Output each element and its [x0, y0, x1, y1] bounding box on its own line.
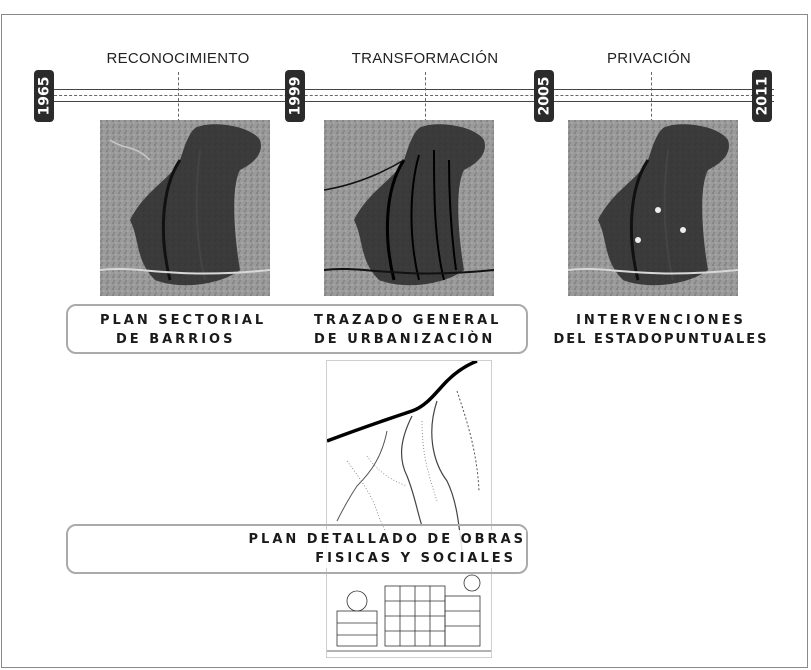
caption-intervenciones-line1: INTERVENCIONES	[576, 313, 746, 328]
caption-plan-detallado-line2: FISICAS Y SOCIALES	[315, 549, 516, 568]
caption-intervenciones-line2: DEL ESTADOPUNTUALES	[553, 332, 769, 347]
caption-bracket-row2	[66, 524, 528, 574]
caption-plan-sectorial-line1: PLAN SECTORIAL	[100, 313, 267, 328]
caption-plan-sectorial-line2: DE BARRIOS	[116, 332, 236, 347]
timeline-top-line	[34, 89, 774, 90]
aerial-map-2005	[568, 120, 738, 296]
aerial-map-1965	[100, 120, 270, 296]
figure-frame	[1, 14, 808, 668]
caption-bracket-row1	[66, 304, 528, 354]
caption-trazado-line1: TRAZADO GENERAL	[314, 313, 502, 328]
caption-plan-sectorial: PLAN SECTORIAL DE BARRIOS	[100, 311, 266, 349]
caption-trazado-general: TRAZADO GENERAL DE URBANIZACIÒN	[314, 311, 501, 349]
caption-intervenciones: INTERVENCIONES DEL ESTADOPUNTUALES	[536, 311, 786, 349]
caption-plan-detallado: PLAN DETALLADO DE OBRAS FISICAS Y SOCIAL…	[200, 530, 526, 568]
year-marker-2011: 2011	[752, 70, 772, 122]
phase-label-reconocimiento: RECONOCIMIENTO	[106, 50, 250, 67]
phase-guide-privacion	[651, 72, 652, 122]
caption-plan-detallado-line1: PLAN DETALLADO DE OBRAS	[248, 530, 526, 549]
aerial-map-1999	[324, 120, 494, 296]
phase-label-privacion: PRIVACIÓN	[606, 50, 692, 67]
phase-guide-transformacion	[425, 72, 426, 122]
phase-label-transformacion: TRANSFORMACIÓN	[351, 50, 499, 67]
timeline-dashed-line	[34, 95, 774, 96]
urban-plan-sketch	[326, 360, 492, 658]
year-marker-1999: 1999	[285, 70, 305, 122]
timeline-bottom-line	[34, 101, 774, 102]
year-marker-2005: 2005	[534, 70, 554, 122]
phase-guide-reconocimiento	[178, 72, 179, 122]
caption-trazado-line2: DE URBANIZACIÒN	[314, 332, 496, 347]
year-marker-1965: 1965	[34, 70, 54, 122]
